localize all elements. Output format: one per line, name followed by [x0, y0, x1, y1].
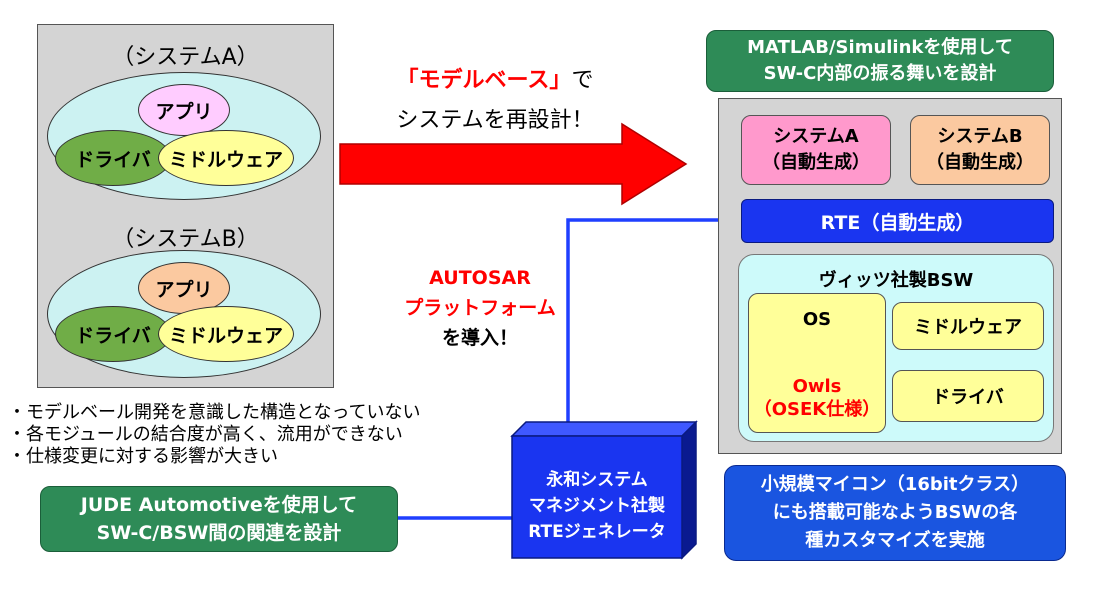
system-b-app-label: アプリ: [155, 278, 213, 301]
bsw-driver-box: ドライバ: [892, 370, 1044, 422]
system-a-middleware-ellipse: ミドルウェア: [158, 130, 294, 186]
problem-list: ・モデルベール開発を意識した構造となっていない ・各モジュールの結合度が高く、流…: [8, 402, 568, 474]
right-system-a-note: （自動生成）: [762, 152, 870, 173]
rte-generator-line2: マネジメント社製: [529, 496, 665, 516]
cube-side-face: [681, 420, 697, 560]
system-b-middleware-label: ミドルウェア: [168, 324, 283, 347]
system-b-middleware-ellipse: ミドルウェア: [158, 306, 294, 362]
system-b-driver-ellipse: ドライバ: [55, 306, 171, 362]
customize-callout-line1: 小規模マイコン（16bitクラス）: [760, 474, 1030, 495]
system-a-app-ellipse: アプリ: [138, 84, 230, 136]
autosar-line2: プラットフォーム: [404, 297, 556, 319]
matlab-callout-line2: SW-C内部の振る舞いを設計: [763, 63, 997, 84]
os-box: [748, 293, 886, 433]
osek-label: （OSEK仕様）: [753, 399, 881, 420]
bsw-middleware-label: ミドルウェア: [914, 317, 1022, 338]
os-label: OS: [802, 308, 832, 330]
system-a-middleware-label: ミドルウェア: [168, 148, 283, 171]
matlab-callout: MATLAB/Simulinkを使用して SW-C内部の振る舞いを設計: [706, 30, 1054, 92]
right-system-b-note: （自動生成）: [926, 152, 1034, 173]
redesign-arrow: [339, 122, 688, 206]
jude-callout: JUDE Automotiveを使用して SW-C/BSW間の関連を設計: [40, 486, 398, 552]
right-system-a-box: システムA （自動生成）: [741, 115, 891, 185]
owls-label: Owls: [792, 375, 842, 397]
problem-item: ・モデルベール開発を意識した構造となっていない: [8, 402, 421, 423]
cube-front-face: [511, 435, 683, 559]
autosar-connector: [566, 218, 740, 425]
arrow-caption-line2: システムを再設計！: [396, 108, 594, 133]
autosar-line1: AUTOSAR: [429, 267, 531, 289]
rte-label: RTE（自動生成）: [820, 211, 975, 234]
system-b-title: （システムB）: [112, 227, 259, 252]
system-a-driver-label: ドライバ: [75, 148, 151, 171]
problem-item: ・仕様変更に対する影響が大きい: [8, 446, 278, 467]
model-based-highlight: 「モデルベース」: [396, 68, 572, 93]
jude-callout-line2: SW-C/BSW間の関連を設計: [96, 522, 342, 544]
jude-callout-line1: JUDE Automotiveを使用して: [80, 494, 358, 516]
cube-top-face: [510, 421, 698, 437]
rte-generator-line1: 永和システム: [546, 470, 648, 490]
customize-callout-line3: 種カスタマイズを実施: [805, 530, 985, 551]
customize-callout: 小規模マイコン（16bitクラス） にも搭載可能なようBSWの各 種カスタマイズ…: [724, 465, 1066, 561]
rte-generator-label: 永和システム マネジメント社製 RTEジェネレータ: [512, 456, 682, 556]
system-a-driver-ellipse: ドライバ: [55, 130, 171, 186]
arrow-caption-suffix: で: [571, 68, 594, 93]
arrow-caption-line1: 「モデルベース」で: [340, 62, 650, 94]
problem-item: ・各モジュールの結合度が高く、流用ができない: [8, 424, 403, 445]
system-b-driver-label: ドライバ: [75, 324, 151, 347]
autosar-line3: を導入！: [441, 327, 518, 349]
autosar-caption: AUTOSAR プラットフォーム を導入！: [398, 262, 562, 354]
right-system-b-box: システムB （自動生成）: [910, 115, 1050, 185]
rte-generator-cube: [510, 420, 698, 560]
matlab-callout-line1: MATLAB/Simulinkを使用して: [747, 37, 1013, 58]
right-system-b-name: システムB: [937, 126, 1023, 147]
bsw-title: ヴィッツ社製BSW: [818, 270, 974, 291]
customize-callout-line2: にも搭載可能なようBSWの各: [772, 502, 1018, 523]
bsw-middleware-box: ミドルウェア: [892, 302, 1044, 350]
rte-box: RTE（自動生成）: [741, 199, 1054, 243]
system-a-app-label: アプリ: [155, 100, 213, 123]
bsw-driver-label: ドライバ: [932, 387, 1004, 408]
redesign-arrow-shape: [339, 122, 688, 206]
system-a-title: （システムA）: [112, 45, 259, 70]
rte-generator-line3: RTEジェネレータ: [528, 522, 666, 542]
right-system-a-name: システムA: [773, 126, 859, 147]
